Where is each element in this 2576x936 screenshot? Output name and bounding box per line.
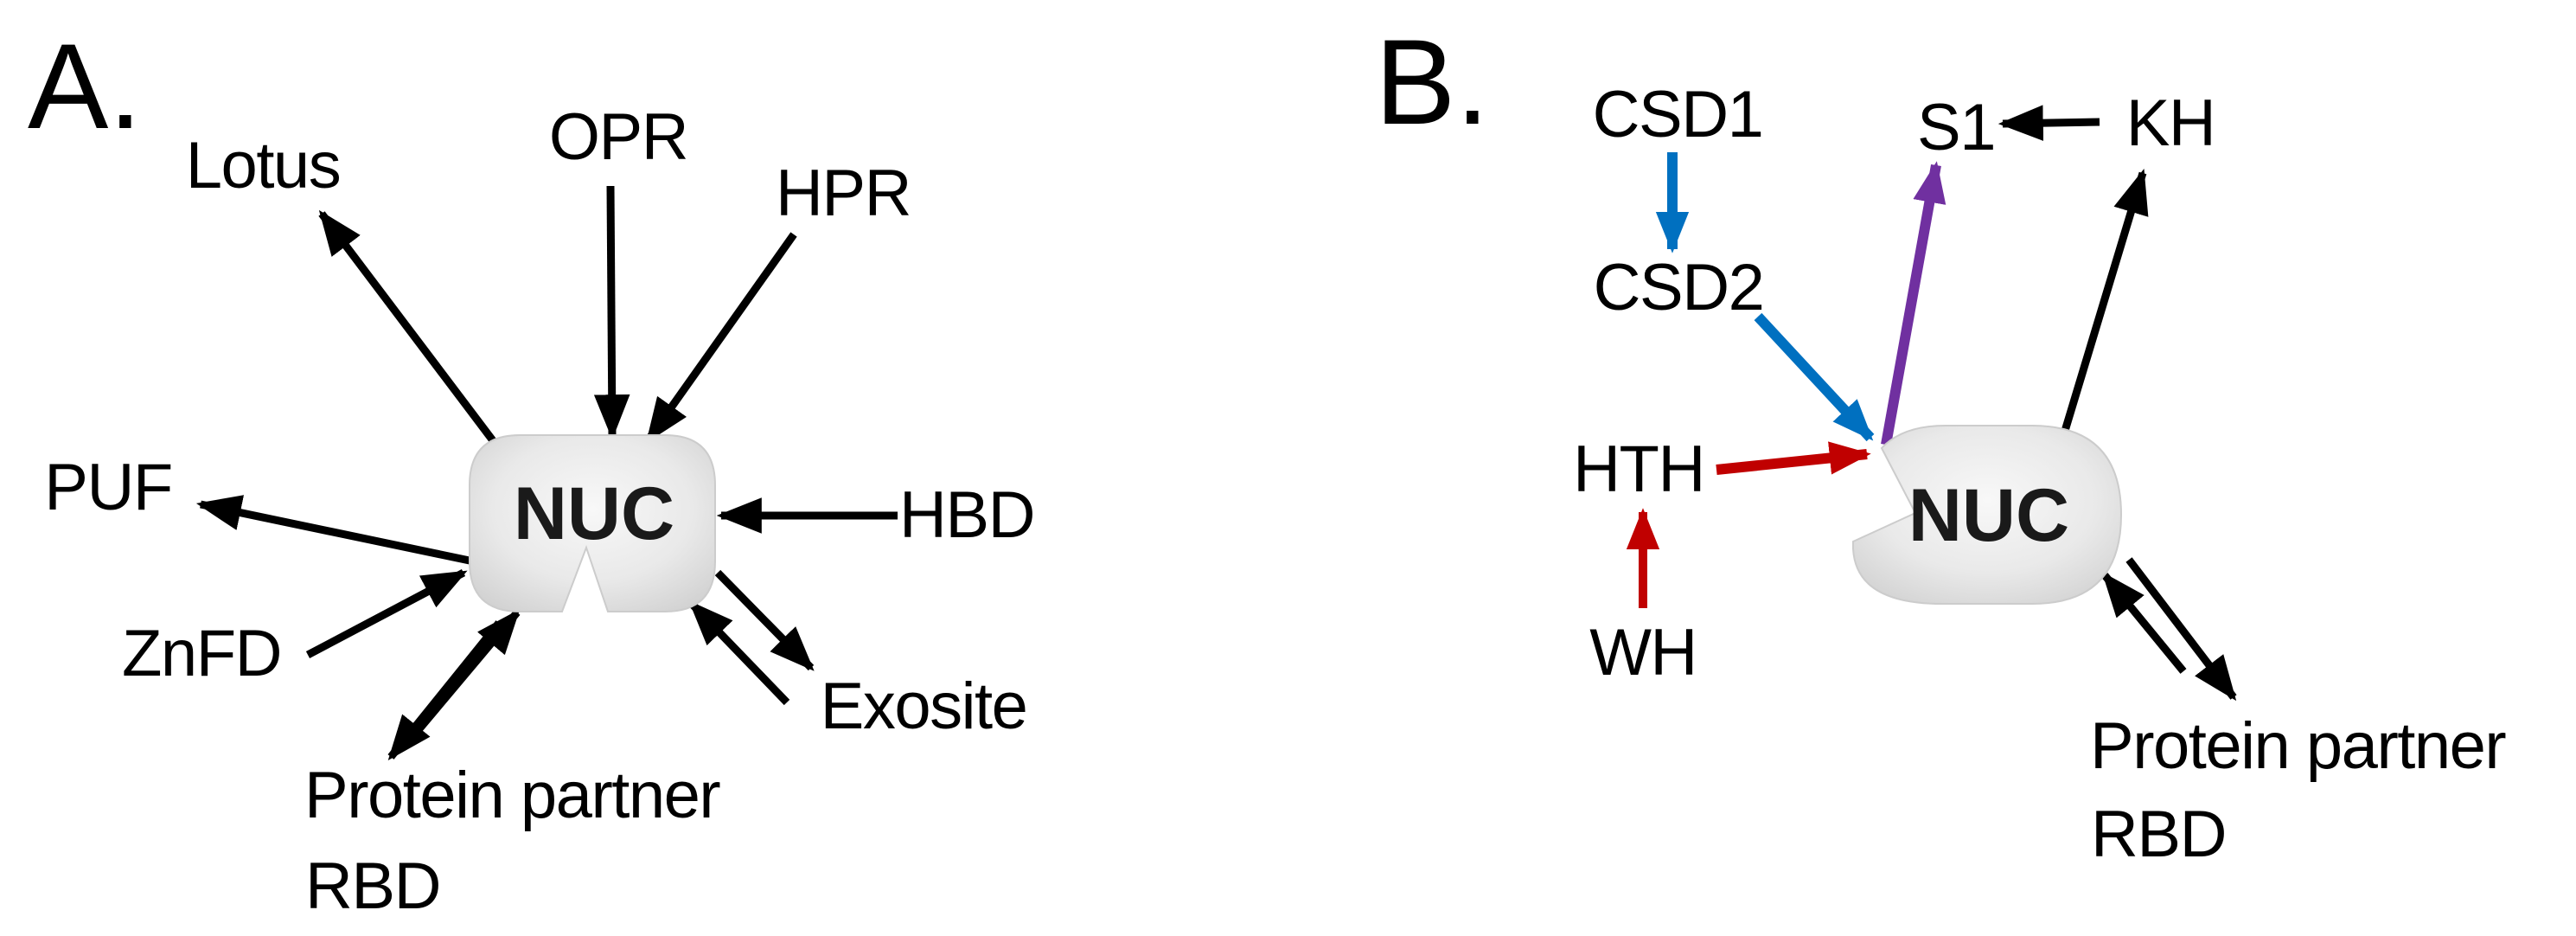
label-rbd-b: RBD	[2091, 798, 2226, 871]
arrow-nuc-to-puf	[195, 495, 470, 565]
label-hth: HTH	[1573, 433, 1704, 506]
label-hpr: HPR	[776, 157, 911, 230]
label-protein-partner-b: Protein partner	[2090, 709, 2506, 783]
label-wh: WH	[1589, 616, 1697, 689]
label-csd2: CSD2	[1594, 251, 1764, 324]
arrow-exosite-to-nuc	[688, 600, 790, 706]
arrow-hth-to-nuc	[1716, 441, 1871, 475]
label-exosite: Exosite	[821, 670, 1027, 743]
label-znfd: ZnFD	[122, 617, 281, 690]
arrow-nuc-to-kh	[2061, 169, 2149, 433]
label-opr: OPR	[549, 100, 687, 174]
arrow-protein-partner-to-nuc-a	[405, 609, 521, 745]
arrow-nuc-to-protein-partner-b	[2125, 557, 2237, 702]
label-kh: KH	[2126, 87, 2215, 160]
panel-a-letter: A.	[28, 18, 142, 154]
label-lotus: Lotus	[186, 129, 340, 202]
arrow-nuc-to-s1	[1881, 161, 1946, 446]
panel-a: A. NUC Lotus OPR HPR PUF ZnFD HBD Exosit…	[28, 18, 1035, 923]
nuc-domain-shape-a	[469, 434, 716, 612]
label-hbd: HBD	[899, 478, 1034, 552]
arrow-kh-to-s1	[1998, 105, 2100, 141]
nuc-domain-shape-b	[1852, 425, 2123, 605]
arrow-znfd-to-nuc	[305, 569, 468, 658]
label-s1: S1	[1917, 91, 1995, 164]
arrow-protein-partner-to-nuc-b	[2101, 571, 2187, 674]
arrow-nuc-to-protein-partner-a	[387, 620, 502, 761]
arrow-csd2-to-nuc	[1754, 312, 1875, 442]
arrow-nuc-to-lotus	[318, 209, 498, 446]
nuc-label-a: NUC	[514, 472, 674, 555]
label-rbd-a: RBD	[305, 849, 440, 923]
label-protein-partner-a: Protein partner	[304, 759, 720, 832]
arrow-nuc-to-exosite	[714, 569, 815, 671]
panel-b-letter: B.	[1375, 14, 1489, 150]
arrow-opr-to-nuc	[593, 185, 630, 440]
label-csd1: CSD1	[1593, 78, 1763, 151]
label-puf: PUF	[44, 451, 172, 524]
nuc-label-b: NUC	[1908, 474, 2069, 557]
arrow-hpr-to-nuc	[645, 232, 797, 444]
panel-b: B. NUC CSD1 CSD2 S1 KH HTH WH Protein pa…	[1375, 14, 2508, 871]
